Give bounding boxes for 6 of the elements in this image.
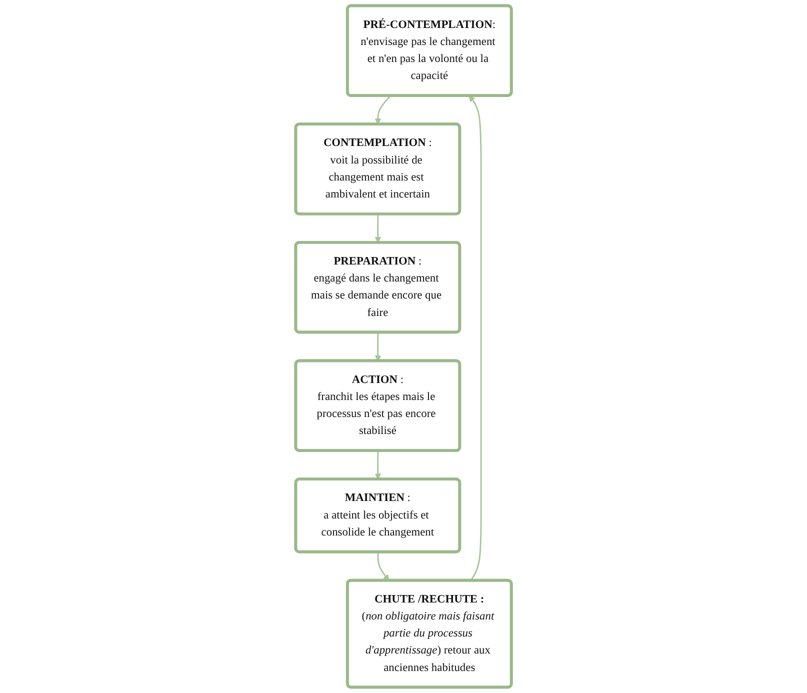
arrow: [377, 552, 390, 581]
arrow: [374, 450, 381, 480]
arrow: [374, 95, 391, 125]
arrow: [468, 96, 482, 582]
arrow: [374, 214, 381, 244]
arrow: [374, 332, 381, 362]
